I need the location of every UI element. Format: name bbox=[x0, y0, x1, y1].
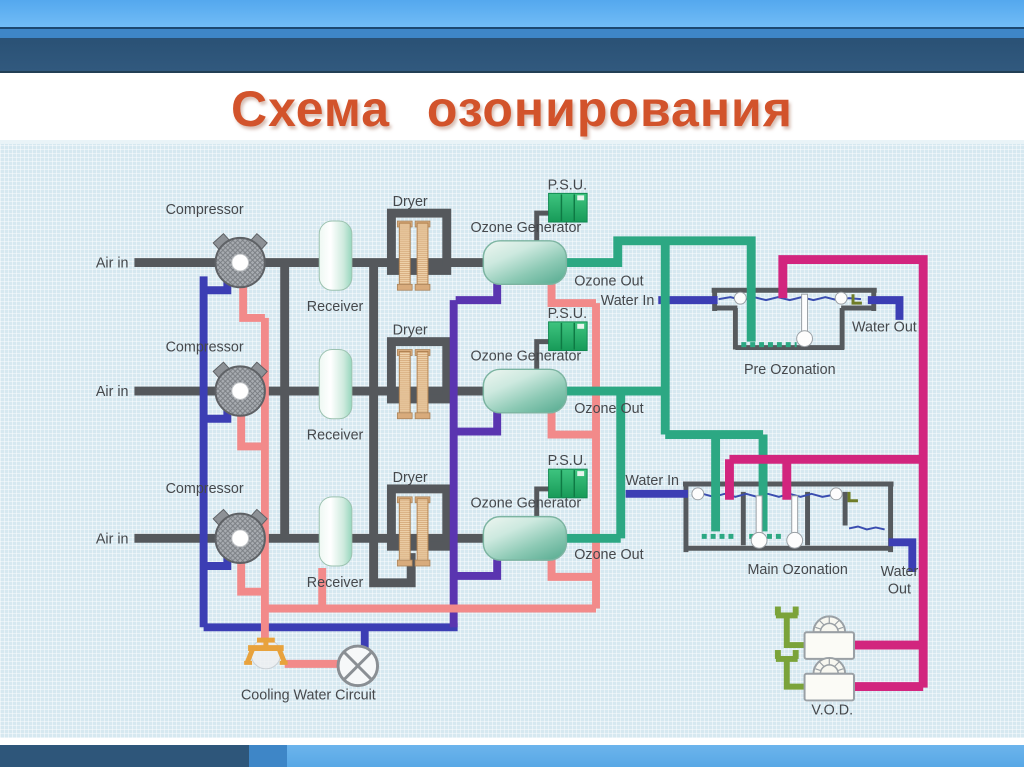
ozone-generator-vessel bbox=[482, 368, 568, 414]
ozone-generator-vessel bbox=[482, 240, 568, 286]
footer-bar-mid bbox=[249, 745, 287, 767]
dryer-unit bbox=[396, 349, 431, 420]
water-out-label: Out bbox=[888, 582, 911, 598]
air-in-label: Air in bbox=[96, 384, 129, 400]
process-row bbox=[212, 468, 588, 567]
generator-label: Ozone Generator bbox=[470, 348, 581, 364]
psu-unit bbox=[548, 468, 588, 499]
vod-label: V.O.D. bbox=[811, 702, 853, 718]
header-bar-edge bbox=[0, 71, 1024, 73]
footer-white-strip bbox=[0, 738, 1024, 745]
process-row bbox=[212, 192, 588, 291]
generator-label: Ozone Generator bbox=[470, 496, 581, 512]
pump-icon bbox=[336, 644, 380, 688]
ozone-out-label: Ozone Out bbox=[574, 273, 643, 289]
psu-label: P.S.U. bbox=[548, 177, 588, 193]
slide-title: Схема озонирования bbox=[231, 81, 793, 137]
purple-pipes bbox=[449, 282, 502, 628]
water-in-label: Water In bbox=[601, 293, 655, 309]
psu-unit bbox=[548, 192, 588, 223]
header-bar-dark bbox=[0, 38, 1024, 71]
ozone-out-label: Ozone Out bbox=[574, 401, 643, 417]
header-bar-line bbox=[0, 27, 1024, 29]
header-bar-light bbox=[0, 0, 1024, 27]
psu-label: P.S.U. bbox=[548, 453, 588, 469]
ozone-pipes bbox=[562, 236, 797, 543]
psu-unit bbox=[548, 321, 588, 352]
diagram-labels: Air in Air in Air in Compressor Compress… bbox=[96, 177, 919, 718]
receiver-vessel bbox=[318, 220, 353, 291]
dryer-unit bbox=[396, 496, 431, 567]
ozone-out-label: Ozone Out bbox=[574, 547, 643, 563]
blue-pipes bbox=[199, 274, 917, 649]
vod-unit bbox=[803, 657, 855, 702]
compressor-icon bbox=[212, 232, 268, 289]
psu-label: P.S.U. bbox=[548, 306, 588, 322]
receiver-label: Receiver bbox=[307, 575, 364, 591]
main-ozonation-label: Main Ozonation bbox=[747, 562, 847, 578]
compressor-icon bbox=[212, 508, 268, 565]
vod-unit bbox=[803, 615, 855, 660]
receiver-vessel bbox=[318, 496, 353, 567]
compressor-label: Compressor bbox=[166, 340, 244, 356]
vent-pipes bbox=[774, 606, 805, 690]
footer-bar-dark bbox=[0, 745, 249, 767]
header-bar-mid bbox=[0, 29, 1024, 38]
diagram-top-edge bbox=[0, 140, 1024, 144]
offgas-pipes bbox=[725, 255, 928, 692]
receiver-label: Receiver bbox=[307, 427, 364, 443]
water-out-label: Water bbox=[881, 564, 919, 580]
receiver-vessel bbox=[318, 349, 353, 420]
footer-bar-light bbox=[287, 745, 1024, 767]
dryer-label: Dryer bbox=[393, 194, 428, 210]
water-in-label: Water In bbox=[625, 473, 679, 489]
generator-label: Ozone Generator bbox=[470, 220, 581, 236]
compressor-icon bbox=[212, 361, 268, 417]
air-in-label: Air in bbox=[96, 256, 129, 272]
water-out-label: Water Out bbox=[852, 320, 917, 336]
dryer-unit bbox=[396, 220, 431, 291]
air-pipes bbox=[134, 208, 552, 588]
valve-icon bbox=[244, 637, 288, 670]
ozone-generator-vessel bbox=[482, 515, 568, 561]
pre-ozonation-label: Pre Ozonation bbox=[744, 362, 836, 378]
ozonation-diagram: Air in Air in Air in Compressor Compress… bbox=[96, 177, 928, 718]
cooling-label: Cooling Water Circuit bbox=[241, 687, 376, 703]
compressor-label: Compressor bbox=[166, 202, 244, 218]
compressor-label: Compressor bbox=[166, 481, 244, 497]
air-in-label: Air in bbox=[96, 531, 129, 547]
tank-probes bbox=[691, 291, 862, 549]
dryer-label: Dryer bbox=[393, 470, 428, 486]
dryer-label: Dryer bbox=[393, 323, 428, 339]
process-row bbox=[212, 321, 588, 420]
receiver-label: Receiver bbox=[307, 299, 364, 315]
title-band bbox=[0, 73, 1024, 140]
